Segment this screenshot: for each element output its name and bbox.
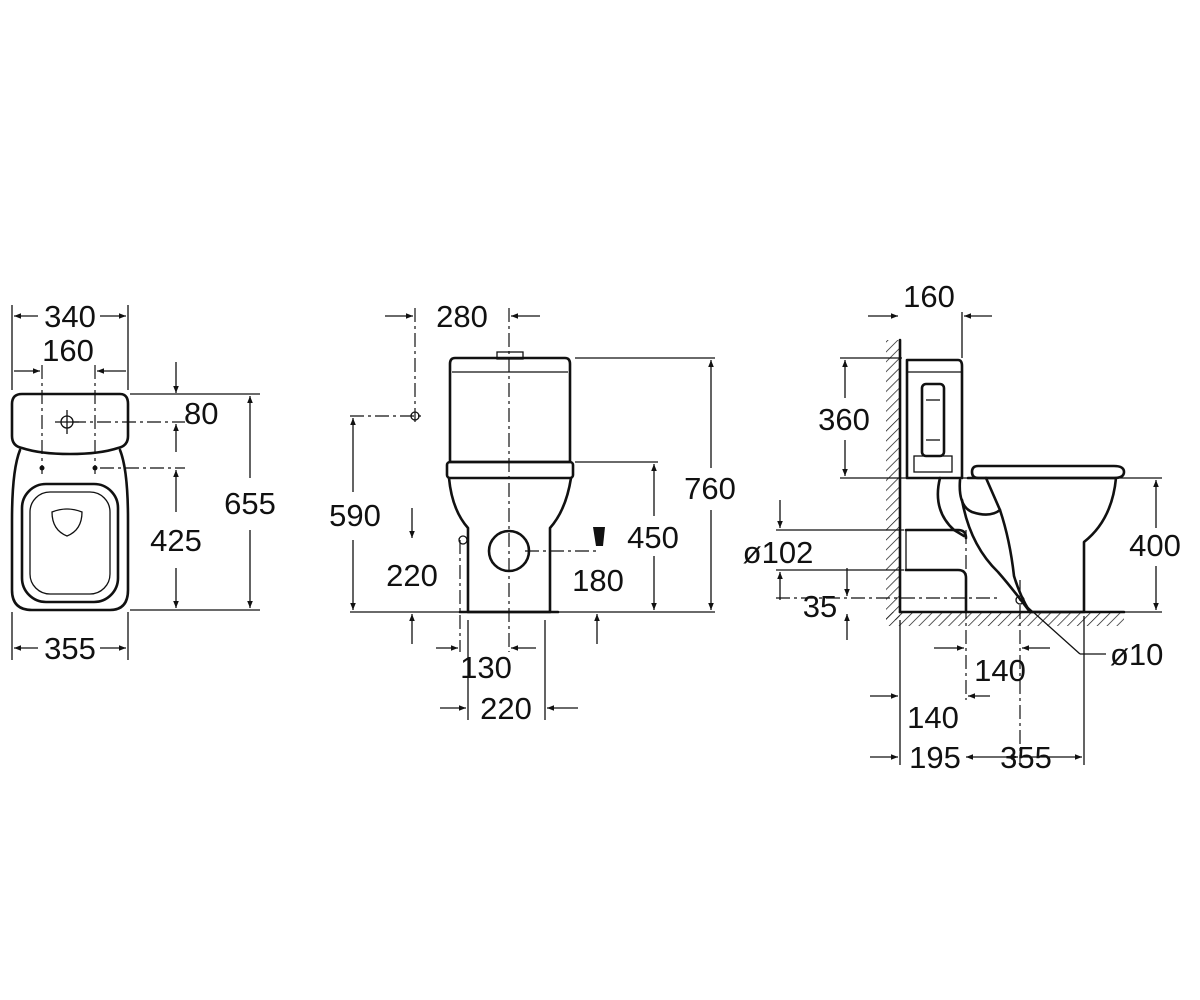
flush-valve-icon	[920, 382, 946, 458]
water-drop-icon	[593, 527, 605, 546]
floor-hatch	[886, 612, 1124, 626]
front-view: 280 590 220 180 450 760 130 220	[329, 299, 736, 726]
dim-seat-height: 450	[627, 520, 679, 555]
side-view-seat	[970, 464, 1126, 480]
dim-overall-width: 340	[44, 299, 96, 334]
top-view-drain-icon	[51, 508, 83, 537]
flush-button-icon	[496, 351, 524, 360]
dim-fixing-to-wall: 195	[909, 740, 961, 775]
dim-outlet-offset: 130	[460, 650, 512, 685]
dim-outlet-to-wall: 140	[907, 700, 959, 735]
side-view: 160 360 ø102 35 400 ø10 140 140 195 355	[743, 279, 1181, 775]
dim-fixing-to-front: 355	[1000, 740, 1052, 775]
dim-overall-height: 760	[684, 471, 736, 506]
top-view-bowl-outline	[10, 448, 130, 612]
top-view-tank-outline	[10, 392, 130, 456]
side-view-cistern-outline	[905, 358, 964, 480]
top-view-seat-opening	[20, 482, 120, 604]
side-view-bowl-outline	[960, 476, 1118, 614]
wall-hatch	[886, 340, 900, 620]
dim-base-width: 355	[44, 631, 96, 666]
dim-supply-height: 590	[329, 498, 381, 533]
dim-overall-depth: 655	[224, 486, 276, 521]
top-view: 340 160 80 425 655 355	[10, 299, 276, 666]
dim-hole-spacing: 160	[42, 333, 94, 368]
dim-supply-offset: 280	[436, 299, 488, 334]
top-view-seat-inner	[29, 491, 111, 595]
dim-cistern-height: 360	[818, 402, 870, 437]
front-view-seat-rim	[445, 460, 575, 480]
front-view-bowl-outline	[447, 476, 573, 614]
dim-outlet-height-right: 180	[572, 563, 624, 598]
fixing-screw-icon	[1015, 595, 1025, 605]
dim-outlet-diameter: ø102	[743, 535, 814, 570]
dim-outlet-height-left: 220	[386, 558, 438, 593]
dim-hole-to-front: 425	[150, 523, 202, 558]
dim-fixing-diameter: ø10	[1110, 637, 1163, 672]
dim-foot-width: 220	[480, 691, 532, 726]
front-view-cistern-outline	[448, 356, 572, 464]
dim-outlet-axis-height: 35	[803, 589, 837, 624]
dim-cistern-depth: 160	[903, 279, 955, 314]
dim-fixing-spacing: 140	[974, 653, 1026, 688]
dim-hole-offset: 80	[184, 396, 218, 431]
dim-bowl-height: 400	[1129, 528, 1181, 563]
fixing-point-icon	[458, 535, 468, 545]
side-view-outlet-pipe	[904, 528, 968, 614]
